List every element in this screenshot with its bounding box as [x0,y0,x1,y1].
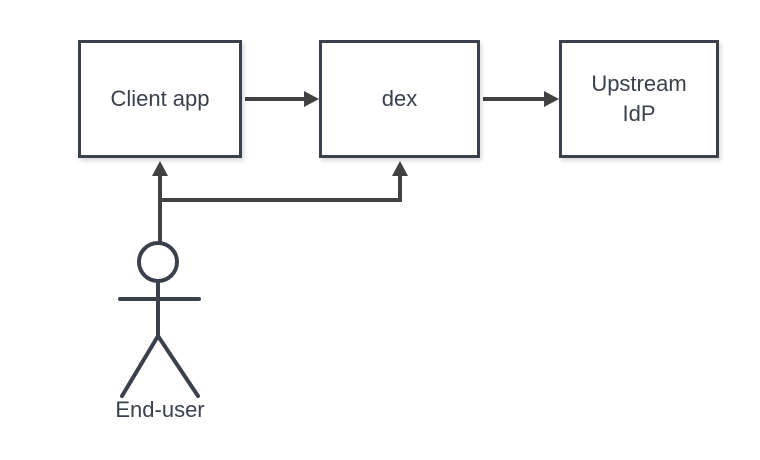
edge-dex-to-upstream-idp-arrowhead-icon [544,91,559,107]
end-user-figure [118,241,201,398]
actor-right-leg-icon [156,334,200,398]
actor-left-leg-icon [120,334,160,398]
edge-end-user-to-dex-arrowhead-icon [392,161,408,176]
edge-end-user-to-dex [160,161,408,202]
edge-dex-to-upstream-idp [483,91,559,107]
edge-end-user-to-client-app-arrowhead-icon [152,161,168,176]
node-client-app-label: Client app [110,86,210,112]
end-user-label: End-user [115,397,205,422]
edge-end-user-to-dex-shaft [160,174,402,202]
edge-client-app-to-dex [245,91,319,107]
node-dex: dex [319,40,480,158]
node-client-app: Client app [78,40,242,158]
actor-head-icon [137,241,179,283]
edge-end-user-to-client-app [152,161,168,244]
node-upstream-idp-label: Upstream IdP [591,71,687,126]
node-dex-label: dex [381,86,418,112]
node-upstream-idp: Upstream IdP [559,40,719,158]
edge-client-app-to-dex-arrowhead-icon [304,91,319,107]
